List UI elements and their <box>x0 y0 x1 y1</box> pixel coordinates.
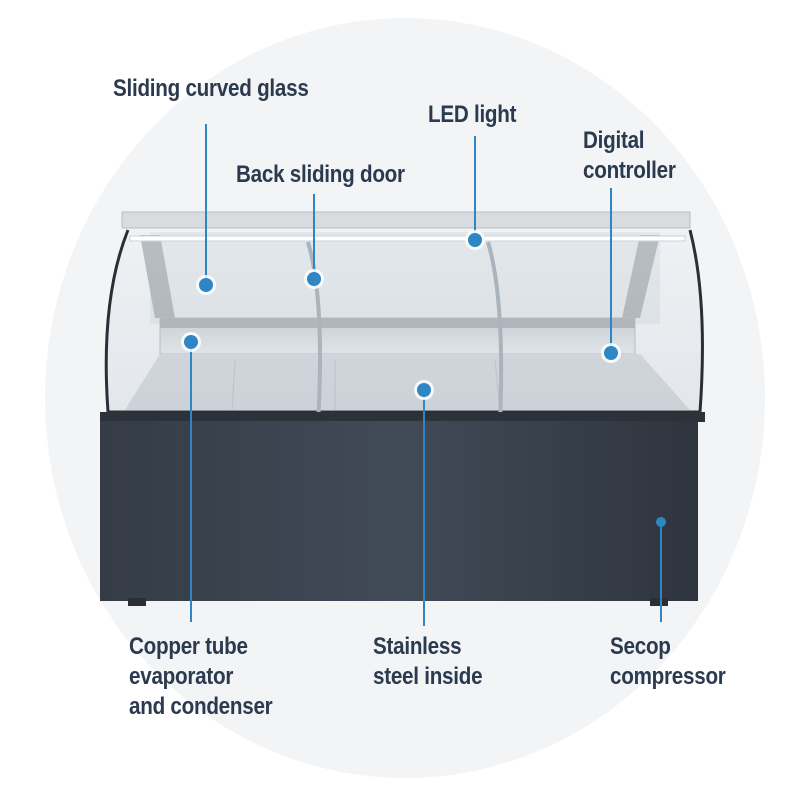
marker-glass <box>199 278 213 292</box>
marker-secop <box>656 517 666 527</box>
marker-copper <box>184 335 198 349</box>
glass-divider-left <box>306 241 323 423</box>
label-digital-controller-line2: controller <box>583 157 676 184</box>
label-copper-tube: Copper tube evaporator and condenser <box>129 632 273 722</box>
callout-line-secop <box>660 522 662 622</box>
callout-line-controller <box>610 188 612 352</box>
label-stainless-line1: Stainless <box>373 633 462 660</box>
label-copper-tube-line3: and condenser <box>129 693 273 720</box>
label-stainless-steel: Stainless steel inside <box>373 632 483 692</box>
front-curved-glass <box>104 229 704 414</box>
led-strip <box>129 235 686 242</box>
label-copper-tube-line2: evaporator <box>129 663 234 690</box>
callout-line-door <box>313 194 315 278</box>
label-secop-line1: Secop <box>610 633 671 660</box>
label-digital-controller: Digital controller <box>583 126 676 186</box>
label-back-sliding-door: Back sliding door <box>236 161 405 188</box>
cabinet-foot-left <box>128 598 146 606</box>
label-stainless-line2: steel inside <box>373 663 483 690</box>
front-rail <box>100 412 705 422</box>
callout-line-stainless <box>423 390 425 626</box>
label-secop-line2: compressor <box>610 663 726 690</box>
glass-divider-right <box>486 241 504 423</box>
label-sliding-curved-glass: Sliding curved glass <box>113 75 309 102</box>
marker-stainless <box>417 383 431 397</box>
marker-controller <box>604 346 618 360</box>
marker-door <box>307 272 321 286</box>
top-canopy <box>121 211 691 229</box>
callout-line-glass <box>205 124 207 284</box>
marker-led <box>468 233 482 247</box>
callout-line-copper <box>190 342 192 622</box>
label-copper-tube-line1: Copper tube <box>129 633 248 660</box>
cabinet-foot-right <box>650 598 668 606</box>
label-led-light: LED light <box>428 101 517 128</box>
label-digital-controller-line1: Digital <box>583 127 645 154</box>
callout-line-led <box>474 136 476 240</box>
cabinet-body <box>100 421 698 601</box>
label-secop-compressor: Secop compressor <box>610 632 726 692</box>
